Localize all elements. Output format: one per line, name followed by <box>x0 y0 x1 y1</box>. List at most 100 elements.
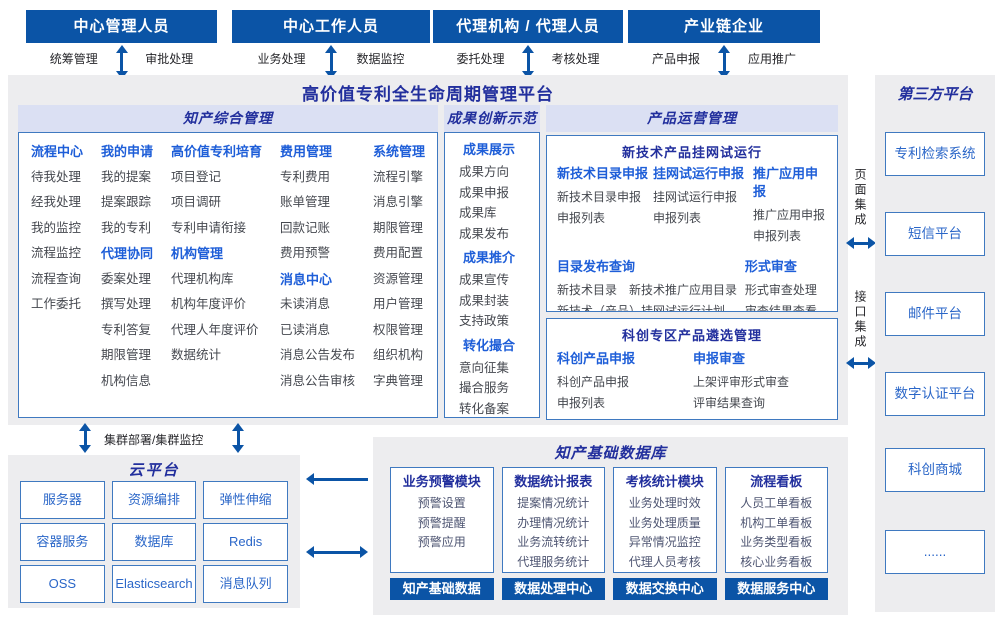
sci-innovation-item: 上架评审形式审查 <box>693 375 790 389</box>
cloud-db-arrow-top-icon <box>306 473 368 485</box>
actor-labels-row: 业务处理 数据监控 <box>232 50 430 67</box>
menu-item: 专利答复 <box>100 322 151 337</box>
menu-item: 工作委托 <box>31 297 82 311</box>
actor-group: 产业链企业产品申报应用推广 <box>628 10 820 80</box>
new-tech-group: 目录发布查询新技术目录新技术推广应用目录新技术（产品）挂网试运行计划 <box>557 258 745 312</box>
sci-innovation-item: 申报列表 <box>557 396 606 410</box>
achievement-group: 成果推介成果宣传成果封装支持政策 <box>445 246 539 332</box>
menu-item: 消息公告发布 <box>279 348 355 362</box>
data-center-box: 数据处理中心 <box>501 578 605 600</box>
cloud-service-box: Elasticsearch <box>111 565 197 603</box>
db-module-item: 人员工单看板 <box>740 496 813 510</box>
page-integration-arrow-icon <box>846 237 876 249</box>
achievement-item: 成果宣传 <box>459 273 510 287</box>
db-module-item: 预警应用 <box>417 535 466 549</box>
db-module-item: 预警设置 <box>417 496 466 510</box>
menu-item: 账单管理 <box>279 195 330 209</box>
menu-item: 组织机构 <box>372 348 423 362</box>
cloud-service-box: 数据库 <box>111 523 197 561</box>
menu-item: 项目调研 <box>170 195 221 209</box>
menu-item: 字典管理 <box>372 373 423 388</box>
cloud-db-arrow-bottom-icon <box>306 546 368 558</box>
menu-item: 费用预警 <box>279 246 330 260</box>
menu-column: 费用管理专利费用账单管理回款记账费用预警消息中心未读消息已读消息消息公告发布消息… <box>280 139 355 417</box>
menu-item: 代理人年度评价 <box>170 322 259 337</box>
menu-item: 回款记账 <box>279 220 330 235</box>
third-party-box: ...... <box>885 530 985 574</box>
db-module: 数据统计报表提案情况统计办理情况统计业务流转统计代理服务统计 <box>501 467 605 573</box>
actor-label-right: 数据监控 <box>356 52 405 66</box>
ip-database-panel: 知产基础数据库 业务预警模块预警设置预警提醒预警应用数据统计报表提案情况统计办理… <box>373 437 848 615</box>
achievement-group: 转化撮合意向征集撮合服务转化备案 <box>445 334 539 418</box>
new-tech-trial-row1: 新技术目录申报新技术目录申报申报列表挂网试运行申报挂网试运行申报申报列表推广应用… <box>547 165 837 247</box>
menu-item: 项目登记 <box>170 169 221 184</box>
achievement-item: 成果封装 <box>459 293 510 308</box>
actor-label-right: 考核处理 <box>551 52 600 66</box>
section-ip-management-title: 知产综合管理 <box>18 105 438 132</box>
menu-item: 期限管理 <box>100 348 151 362</box>
new-tech-item: 新技术（产品）挂网试运行计划 <box>557 304 726 312</box>
db-module-item: 代理服务统计 <box>517 554 590 569</box>
actor-group: 中心管理人员统筹管理审批处理 <box>26 10 217 80</box>
menu-item: 未读消息 <box>279 297 330 311</box>
menu-item: 消息公告审核 <box>279 373 355 388</box>
db-module-title: 考核统计模块 <box>625 474 704 489</box>
actor-label-left: 业务处理 <box>257 52 306 66</box>
new-tech-item: 形式审查处理 <box>744 283 817 297</box>
db-module-item: 业务类型看板 <box>740 535 813 549</box>
menu-item: 我的监控 <box>31 220 82 235</box>
menu-item: 用户管理 <box>372 297 423 311</box>
menu-item: 委案处理 <box>100 271 151 286</box>
menu-item: 资源管理 <box>372 271 423 286</box>
db-module-title: 业务预警模块 <box>402 474 481 489</box>
section-achievement: 成果创新示范 成果展示成果方向成果申报成果库成果发布成果推介成果宣传成果封装支持… <box>444 105 540 418</box>
menu-group-heading: 系统管理 <box>372 144 425 159</box>
menu-item: 期限管理 <box>372 220 423 235</box>
platform-title: 高价值专利全生命周期管理平台 <box>302 85 554 104</box>
menu-group-heading: 流程中心 <box>31 144 84 159</box>
section-product-ops: 产品运营管理 新技术产品挂网试运行 新技术目录申报新技术目录申报申报列表挂网试运… <box>546 105 838 420</box>
new-tech-item: 新技术目录 <box>557 283 618 297</box>
new-tech-group-heading: 推广应用申报 <box>753 166 819 199</box>
new-tech-item: 挂网试运行申报 <box>653 190 738 204</box>
actor-title-box: 代理机构 / 代理人员 <box>433 10 623 43</box>
cluster-arrow-right-icon <box>232 423 244 453</box>
new-tech-group-heading: 挂网试运行申报 <box>653 166 745 181</box>
achievement-item: 成果库 <box>459 206 497 220</box>
new-tech-group: 推广应用申报推广应用申报申报列表 <box>753 165 827 247</box>
cloud-service-box: 容器服务 <box>20 523 105 561</box>
cloud-service-box: OSS <box>20 565 105 603</box>
menu-item: 流程监控 <box>31 246 82 260</box>
new-tech-group: 形式审查形式审查处理审查结果查看 <box>744 258 827 311</box>
menu-column: 高价值专利培育项目登记项目调研专利申请衔接机构管理代理机构库机构年度评价代理人年… <box>171 139 262 417</box>
third-party-box: 短信平台 <box>885 212 985 256</box>
menu-column: 系统管理流程引擎消息引擎期限管理费用配置资源管理用户管理权限管理组织机构字典管理 <box>373 139 425 417</box>
vertical-double-arrow-icon <box>115 45 128 79</box>
third-party-box: 数字认证平台 <box>885 372 985 416</box>
achievement-group-heading: 成果展示 <box>463 142 516 157</box>
actor-group: 中心工作人员业务处理数据监控 <box>232 10 430 80</box>
platform-panel: 高价值专利全生命周期管理平台 知产综合管理 流程中心待我处理经我处理我的监控流程… <box>8 75 848 425</box>
actor-group: 代理机构 / 代理人员委托处理考核处理 <box>433 10 623 80</box>
section-product-ops-title: 产品运营管理 <box>546 105 838 132</box>
menu-item: 待我处理 <box>31 169 82 184</box>
menu-item: 费用配置 <box>372 246 423 260</box>
new-tech-group-heading: 形式审查 <box>744 259 797 274</box>
menu-item: 数据统计 <box>170 348 221 362</box>
new-tech-trial-box: 新技术产品挂网试运行 新技术目录申报新技术目录申报申报列表挂网试运行申报挂网试运… <box>546 135 838 312</box>
menu-group-heading: 我的申请 <box>100 144 153 159</box>
new-tech-trial-title: 新技术产品挂网试运行 <box>621 145 762 160</box>
achievement-item: 成果申报 <box>459 185 510 200</box>
new-tech-item: 推广应用申报 <box>753 208 826 222</box>
db-module-item: 机构工单看板 <box>740 515 813 530</box>
db-module-item: 业务处理时效 <box>628 496 701 510</box>
sci-innovation-group: 申报审查上架评审形式审查评审结果查询 <box>693 350 827 414</box>
menu-item: 我的专利 <box>100 220 151 235</box>
cluster-label: 集群部署/集群监控 <box>104 433 204 447</box>
section-ip-management: 知产综合管理 流程中心待我处理经我处理我的监控流程监控流程查询工作委托我的申请我… <box>18 105 438 418</box>
db-module: 流程看板人员工单看板机构工单看板业务类型看板核心业务看板 <box>724 467 828 573</box>
menu-group-heading: 代理协同 <box>100 246 153 261</box>
achievement-item: 撮合服务 <box>459 381 510 395</box>
cloud-service-box: 弹性伸缩 <box>203 481 288 519</box>
